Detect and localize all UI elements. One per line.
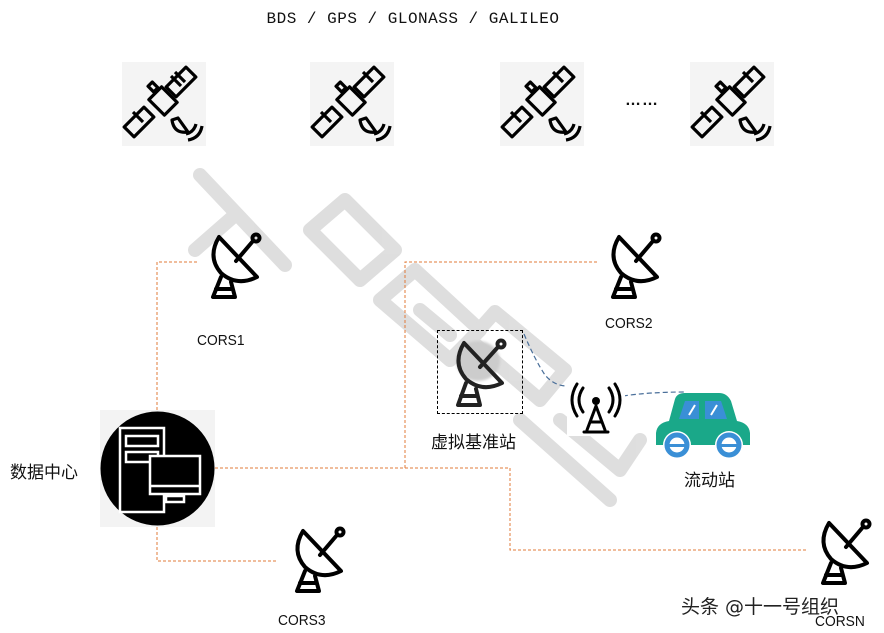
satellite-dish-icon-cors1 [211, 232, 262, 299]
link-datacenter-cors3 [156, 527, 278, 562]
cors1-label: CORS1 [197, 332, 245, 349]
satellite-icon [122, 65, 204, 142]
virtual-station-label: 虚拟基准站 [431, 433, 516, 453]
satellite-icon [310, 65, 392, 142]
virtual-station-node [437, 330, 523, 414]
data-center-label: 数据中心 [10, 463, 78, 483]
satellite-dish-icon-corsn [821, 518, 872, 585]
satellite-dish-icon-virtual [456, 338, 507, 407]
corsn-label: CORSN [815, 613, 865, 630]
satellite-3 [500, 62, 584, 146]
radio-tower-node [567, 380, 625, 436]
link-datacenter-corsn [405, 467, 808, 551]
car-icon [656, 393, 750, 459]
cors2-label: CORS2 [605, 315, 653, 332]
satellite-1 [122, 62, 206, 146]
more-satellites-ellipsis: …… [625, 92, 659, 109]
satellite-icon [690, 65, 772, 142]
satellite-icon [500, 65, 582, 142]
gnss-systems-title: BDS / GPS / GLONASS / GALILEO [266, 10, 560, 28]
cors3-label: CORS3 [278, 612, 326, 629]
rover-label: 流动站 [684, 471, 735, 491]
server-computer-icon [100, 411, 215, 526]
radio-link-virtual-tower [523, 333, 571, 387]
satellite-dish-icon-cors3 [295, 526, 346, 593]
link-datacenter-cors1 [156, 261, 198, 410]
satellite-4 [690, 62, 774, 146]
source-watermark: 头条 @十一号组织 [681, 596, 840, 618]
satellite-dish-icon-cors2 [611, 232, 662, 299]
radio-link-tower-rover [622, 391, 687, 397]
link-datacenter-cors2 [215, 261, 598, 469]
satellite-2 [310, 62, 394, 146]
data-center-node [100, 410, 215, 527]
radio-tower-icon [570, 382, 622, 434]
